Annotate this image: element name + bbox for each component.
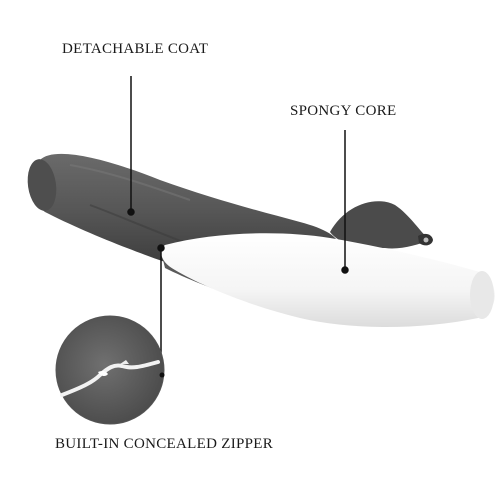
spongy-core — [161, 233, 495, 327]
coat-flap — [330, 201, 433, 249]
spongy-core-label: SPONGY CORE — [290, 103, 397, 119]
callout-lines — [127, 76, 349, 375]
zipper-zoom-circle — [55, 315, 165, 425]
detachable-coat-label: DETACHABLE COAT — [62, 41, 209, 57]
concealed-zipper-label: BUILT-IN CONCEALED ZIPPER — [55, 436, 274, 452]
